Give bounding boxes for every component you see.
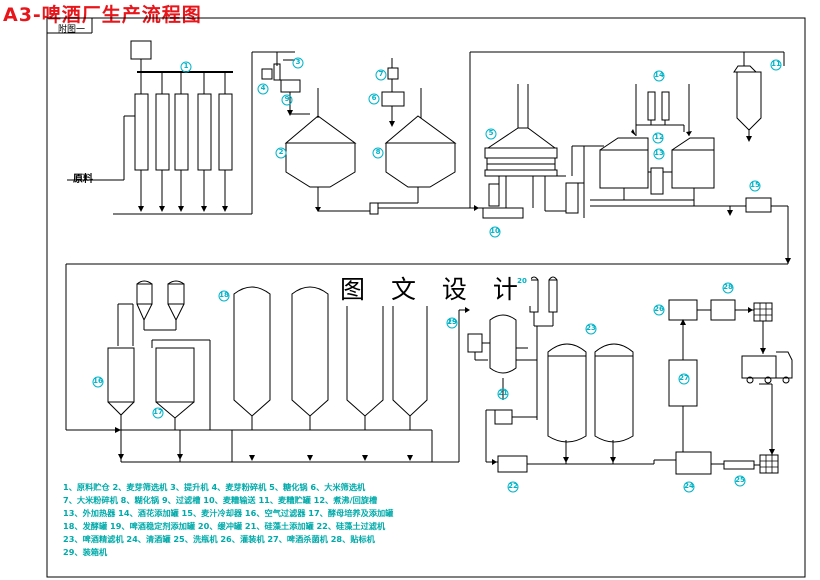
callout-14: 14: [654, 71, 664, 79]
diatomite-filter: [494, 409, 513, 425]
fine-filter: [497, 455, 528, 473]
callout-7: 7: [378, 70, 384, 78]
callout-8: 8: [375, 148, 381, 156]
watermark-text: 图 文 设 计: [336, 270, 531, 306]
callout-1: 1: [183, 62, 189, 70]
spent-grain-conveyor: [482, 207, 524, 219]
callout-22: 22: [508, 482, 518, 490]
raw-material-label: 原料: [73, 174, 93, 185]
malt-mill: [280, 79, 301, 93]
whirlpool-tank: [671, 149, 715, 189]
pasteurizer: [668, 359, 698, 407]
callout-20: 20: [517, 277, 527, 285]
boiling-kettle: [599, 149, 649, 189]
legend-line-6: 29、装箱机: [63, 547, 108, 557]
yeast-addition-tank: [155, 347, 195, 403]
callout-10: 10: [490, 227, 500, 235]
callout-29: 29: [447, 318, 457, 326]
callout-2: 2: [278, 148, 284, 156]
delivery-truck: [741, 355, 777, 379]
bottle-crate-out: [753, 302, 773, 322]
callout-11: 11: [771, 60, 781, 68]
callout-28: 28: [723, 283, 733, 291]
page-title: A3-啤酒厂生产流程图: [3, 4, 202, 26]
callout-17: 17: [153, 408, 163, 416]
buffer-tank: [467, 333, 483, 353]
legend-line-4: 18、发酵罐 19、啤酒稳定剂添加罐 20、缓冲罐 21、硅藻土添加罐 22、硅…: [63, 521, 386, 531]
bottle-washer: [723, 460, 755, 470]
storage-hopper: [130, 40, 152, 60]
flow-arrows: [115, 110, 791, 465]
fermentation-tanks: [233, 286, 428, 417]
legend-line-5: 23、啤酒精滤机 24、清酒罐 25、洗瓶机 26、灌装机 27、啤酒杀菌机 2…: [63, 534, 375, 544]
callout-18: 18: [219, 291, 229, 299]
bright-beer-tank-1: [547, 343, 587, 443]
callout-5: 5: [488, 129, 494, 137]
rice-mill: [381, 91, 405, 107]
callout-15: 15: [750, 181, 760, 189]
callout-3: 3: [295, 58, 301, 66]
cereal-cooker: [385, 143, 456, 188]
frame-label: 附图一: [58, 25, 86, 35]
legend-line-3: 13、外加热器 14、酒花添加罐 15、麦汁冷却器 16、空气过滤器 17、酵母…: [63, 508, 394, 518]
labeling-machine: [668, 299, 698, 321]
callout-21: 21: [498, 389, 508, 397]
bottle-crate-in: [759, 454, 779, 474]
bright-beer-tank-2: [594, 343, 634, 443]
legend-line-1: 1、原料贮仓 2、麦芽筛选机 3、提升机 4、麦芽粉碎机 5、糖化锅 6、大米筛…: [63, 482, 366, 492]
drawing-frame: [46, 17, 806, 578]
filling-machine: [675, 451, 712, 475]
yeast-culture-tank: [107, 347, 135, 403]
callout-27: 27: [679, 374, 689, 382]
callout-12: 12: [654, 133, 664, 141]
callout-13: 13: [654, 149, 664, 157]
wort-cooler: [745, 197, 772, 213]
raw-material-silos: [134, 93, 233, 171]
legend-line-2: 7、大米粉碎机 8、糊化锅 9、过滤槽 10、麦糟输送 11、麦糟贮罐 12、煮…: [63, 495, 378, 505]
callout-16: 16: [93, 377, 103, 385]
callout-9: 9: [284, 95, 290, 103]
callout-23: 23: [586, 324, 596, 332]
mash-tun-lid: [284, 115, 357, 144]
callout-24: 24: [684, 482, 694, 490]
air-filter: [736, 71, 762, 131]
packing-machine: [710, 299, 736, 321]
callout-26: 26: [654, 305, 664, 313]
callout-6: 6: [371, 94, 377, 102]
diatomite-dosing-tank: [489, 314, 517, 374]
callout-19: 19: [447, 318, 457, 326]
callout-25: 25: [735, 476, 745, 484]
callout-4: 4: [260, 84, 266, 92]
external-heater: [650, 167, 664, 195]
